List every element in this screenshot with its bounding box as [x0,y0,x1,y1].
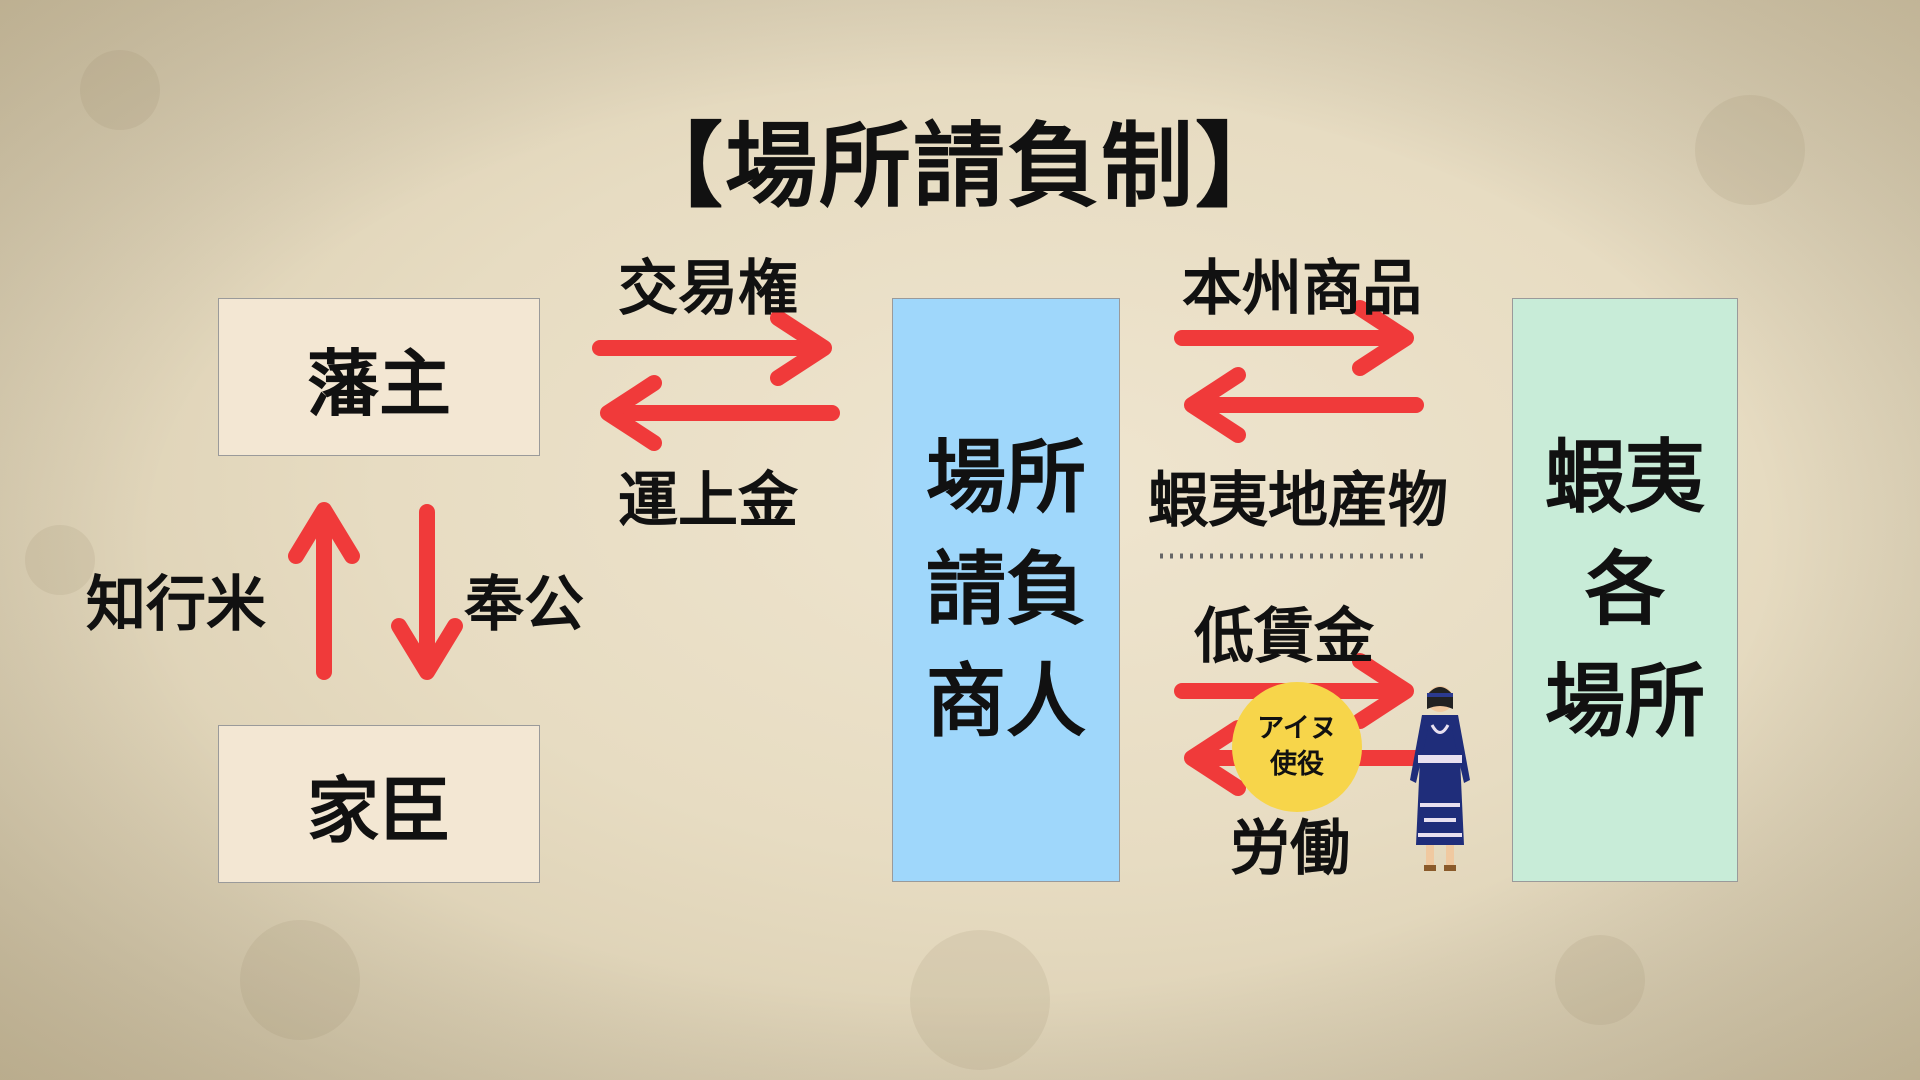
label-ezo-products: 蝦夷地産物 [1148,466,1448,536]
label-tax: 運上金 [618,466,798,536]
arrow-honshu-goods [1174,300,1414,376]
lord-label: 藩主 [306,341,451,426]
places-label-line: 場所 [1545,655,1705,748]
label-service: 奉公 [464,570,584,640]
arrow-service [391,504,463,680]
retainer-box: 家臣 [218,725,540,883]
label-honshu-goods: 本州商品 [1182,254,1422,324]
ezo-places-box: 蝦夷 各 場所 [1512,298,1738,882]
arrow-tax [600,375,840,451]
label-labor: 労働 [1230,814,1350,884]
arrow-trade-rights [592,310,832,386]
ainu-labor-badge: アイヌ 使役 [1232,682,1362,812]
label-low-wages: 低賃金 [1194,602,1374,672]
merchant-label-line: 場所 [926,431,1086,524]
arrow-stipend-rice [288,502,360,680]
diagram-title: 【場所請負制】 [630,113,1289,220]
merchant-box: 場所 請負 商人 [892,298,1120,882]
merchant-label-line: 請負 [926,543,1086,636]
badge-line: アイヌ [1257,713,1337,744]
retainer-label: 家臣 [306,768,451,853]
arrow-ezo-products [1184,367,1424,443]
lord-box: 藩主 [218,298,540,456]
places-label-line: 各 [1585,543,1665,636]
places-label-line: 蝦夷 [1545,431,1705,524]
badge-line: 使役 [1270,749,1324,780]
merchant-label-line: 商人 [926,655,1086,748]
label-stipend-rice: 知行米 [86,570,266,640]
label-trade-rights: 交易権 [618,254,798,324]
ainu-figure-icon [1410,686,1470,871]
